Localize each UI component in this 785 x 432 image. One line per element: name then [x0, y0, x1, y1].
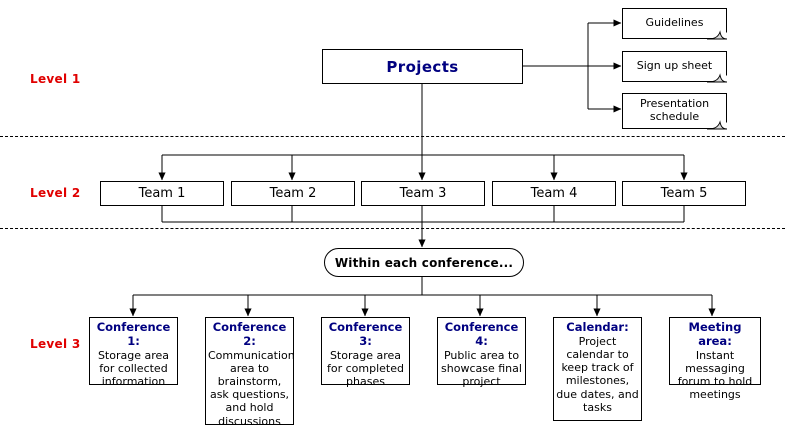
area-desc: Storage area for completed phases [327, 348, 404, 388]
document-label: Sign up sheet [636, 59, 713, 73]
projects-label: Projects [386, 57, 459, 76]
level-separator-2 [0, 228, 785, 229]
within-each-conference-node[interactable]: Within each conference... [324, 248, 524, 277]
level-separator-1 [0, 136, 785, 137]
level-1-label: Level 1 [30, 72, 81, 86]
team-label: Team 5 [660, 186, 708, 201]
document-node-presentation-schedule[interactable]: Presentation schedule [622, 93, 728, 130]
area-title: Conference 4: [444, 320, 519, 348]
page-curl-icon [706, 120, 728, 130]
team-node-5[interactable]: Team 5 [622, 181, 746, 206]
area-desc: Communication area to brainstorm, ask qu… [208, 348, 295, 428]
area-title: Conference 1: [96, 320, 171, 348]
area-node-conference-1[interactable]: Conference 1: Storage area for collected… [89, 317, 178, 388]
document-label: Presentation schedule [639, 97, 710, 123]
area-desc: Public area to showcase final project [441, 348, 522, 388]
page-curl-icon [706, 30, 728, 40]
team-label: Team 2 [269, 186, 317, 201]
area-node-conference-3[interactable]: Conference 3: Storage area for completed… [321, 317, 410, 388]
team-label: Team 4 [530, 186, 578, 201]
document-label: Guidelines [645, 16, 704, 30]
area-title: Conference 2: [212, 320, 287, 348]
area-desc: Project calendar to keep track of milest… [556, 334, 639, 414]
area-node-conference-2[interactable]: Conference 2: Communication area to brai… [205, 317, 295, 428]
document-label-wrap: Sign up sheet [622, 51, 727, 82]
within-each-conference-label: Within each conference... [334, 255, 514, 270]
projects-node[interactable]: Projects [322, 49, 523, 84]
level-3-label: Level 3 [30, 337, 81, 351]
area-desc: Instant messaging forum to hold meetings [677, 348, 753, 402]
document-label-wrap: Guidelines [622, 8, 727, 39]
area-title: Conference 3: [328, 320, 403, 348]
team-node-1[interactable]: Team 1 [100, 181, 224, 206]
area-node-meeting-area[interactable]: Meeting area: Instant messaging forum to… [669, 317, 761, 401]
level-2-label: Level 2 [30, 186, 81, 200]
document-node-sign-up-sheet[interactable]: Sign up sheet [622, 51, 728, 83]
team-node-2[interactable]: Team 2 [231, 181, 355, 206]
area-node-calendar[interactable]: Calendar: Project calendar to keep track… [553, 317, 642, 421]
area-title: Meeting area: [688, 320, 742, 348]
team-label: Team 1 [138, 186, 186, 201]
document-node-guidelines[interactable]: Guidelines [622, 8, 728, 40]
team-node-3[interactable]: Team 3 [361, 181, 485, 206]
area-node-conference-4[interactable]: Conference 4: Public area to showcase fi… [437, 317, 526, 388]
team-node-4[interactable]: Team 4 [492, 181, 616, 206]
page-curl-icon [706, 73, 728, 83]
area-desc: Storage area for collected information [97, 348, 170, 388]
document-label-wrap: Presentation schedule [622, 93, 727, 129]
team-label: Team 3 [399, 186, 447, 201]
area-title: Calendar: [566, 320, 629, 334]
